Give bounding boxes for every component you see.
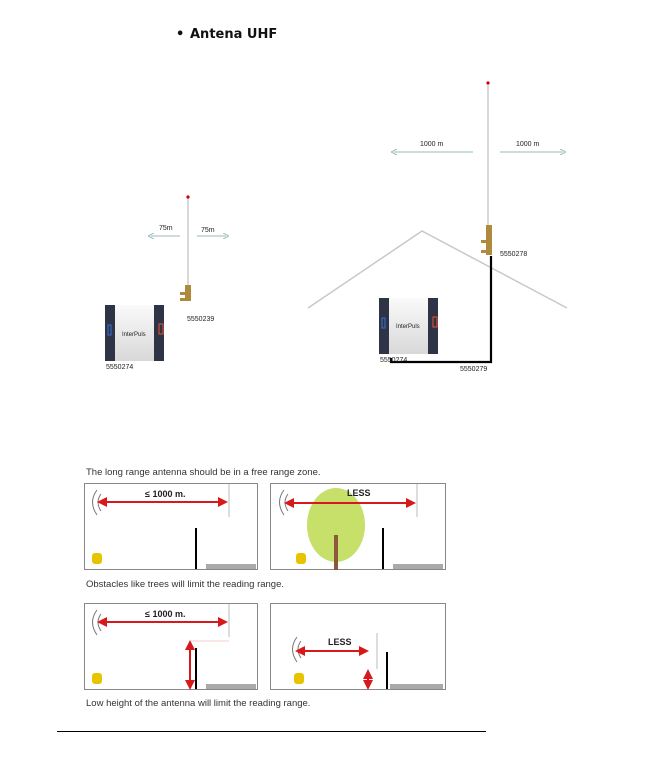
receiver-device: InterPuls bbox=[105, 305, 164, 361]
antenna-code: 5550239 bbox=[187, 316, 214, 323]
range-left-label: 1000 m bbox=[420, 141, 444, 148]
receiver-device: InterPuls bbox=[379, 298, 438, 354]
meter-icon bbox=[296, 553, 306, 564]
device-code: 5550274 bbox=[380, 357, 407, 364]
range-right-label: 75m bbox=[201, 227, 215, 234]
meter-icon bbox=[92, 673, 102, 684]
caption-low-height: Low height of the antenna will limit the… bbox=[86, 698, 310, 709]
antenna-tip bbox=[486, 81, 490, 85]
caption-obstacles: Obstacles like trees will limit the read… bbox=[86, 579, 284, 590]
meter-icon bbox=[294, 673, 304, 684]
panel-free-range: ≤ 1000 m. bbox=[84, 483, 258, 570]
device-code: 5550274 bbox=[106, 364, 133, 371]
range-left-label: 75m bbox=[159, 225, 173, 232]
panel-tree-obstacle: LESS bbox=[270, 483, 446, 570]
tree-trunk bbox=[334, 535, 338, 570]
antenna-code: 5550278 bbox=[500, 251, 527, 258]
bullet: • bbox=[176, 27, 185, 42]
device-brand: InterPuls bbox=[122, 332, 146, 338]
long-range-figure: 1000 m 1000 m 5550278 InterPuls 5550274 … bbox=[307, 81, 568, 373]
footer-rule bbox=[57, 731, 486, 732]
roof bbox=[307, 230, 568, 309]
short-range-figure: 75m 75m 5550239 InterPuls 5550274 bbox=[105, 195, 226, 371]
panel-label: LESS bbox=[347, 488, 371, 498]
panel-low-antenna: LESS bbox=[270, 603, 446, 690]
panel-high-antenna: ≤ 1000 m. bbox=[84, 603, 258, 690]
cable-code: 5550279 bbox=[460, 366, 487, 373]
section-heading: • Antena UHF bbox=[176, 27, 277, 42]
cable bbox=[389, 256, 493, 364]
caption-free-range: The long range antenna should be in a fr… bbox=[86, 467, 321, 478]
panel-label: ≤ 1000 m. bbox=[145, 489, 185, 499]
meter-icon bbox=[92, 553, 102, 564]
range-right-label: 1000 m bbox=[516, 141, 540, 148]
device-brand: InterPuls bbox=[396, 324, 420, 330]
antenna-tip bbox=[186, 195, 190, 199]
heading-title: Antena UHF bbox=[190, 27, 278, 42]
panel-label: ≤ 1000 m. bbox=[145, 609, 185, 619]
panel-label: LESS bbox=[328, 637, 352, 647]
